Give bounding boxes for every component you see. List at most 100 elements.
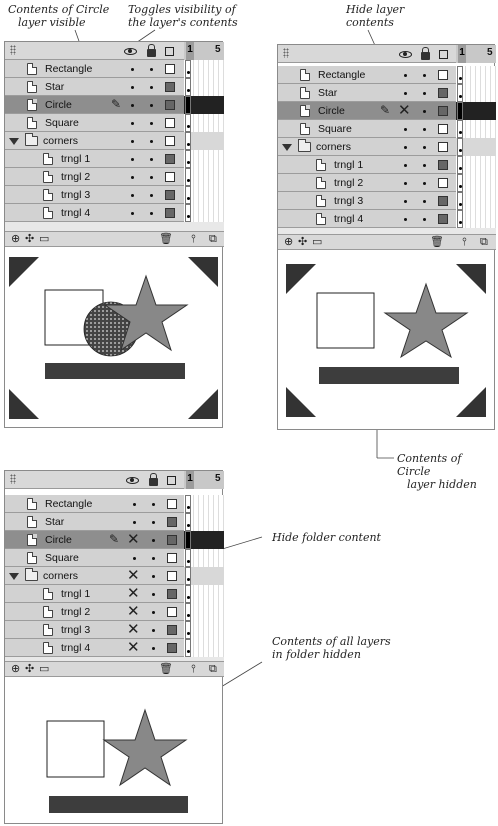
frame-number-1[interactable]: 1 bbox=[186, 42, 194, 60]
frame-cells[interactable] bbox=[456, 120, 496, 138]
layer-row-circle[interactable]: Circle ✎ ✕ bbox=[278, 102, 456, 120]
layer-row-trngl-2[interactable]: trngl 2 bbox=[5, 168, 184, 186]
lock-dot[interactable] bbox=[423, 218, 426, 221]
layer-row-trngl-1[interactable]: trngl 1 ✕ bbox=[5, 585, 184, 603]
layer-row-trngl-3[interactable]: trngl 3 bbox=[5, 186, 184, 204]
lock-dot[interactable] bbox=[423, 200, 426, 203]
frame-cells[interactable] bbox=[184, 132, 224, 150]
frame-cells[interactable] bbox=[184, 168, 224, 186]
lock-dot[interactable] bbox=[150, 68, 153, 71]
layer-row-square[interactable]: Square bbox=[5, 114, 184, 132]
layer-row-trngl-1[interactable]: trngl 1 bbox=[5, 150, 184, 168]
layer-row-square[interactable]: Square bbox=[278, 120, 456, 138]
frame-cells[interactable] bbox=[184, 78, 224, 96]
insert-folder-icon[interactable]: ▭ bbox=[39, 233, 50, 245]
visibility-dot[interactable] bbox=[131, 122, 134, 125]
chevron-down-icon[interactable] bbox=[9, 138, 19, 145]
outline-color-box[interactable] bbox=[165, 190, 175, 200]
lock-dot[interactable] bbox=[423, 182, 426, 185]
visibility-dot[interactable] bbox=[404, 146, 407, 149]
visibility-dot[interactable] bbox=[131, 140, 134, 143]
frame-cells[interactable] bbox=[456, 156, 496, 174]
outline-color-box[interactable] bbox=[438, 142, 448, 152]
outline-color-box[interactable] bbox=[438, 88, 448, 98]
visibility-dot[interactable] bbox=[133, 557, 136, 560]
frame-cells[interactable] bbox=[456, 138, 496, 156]
layer-row-star[interactable]: Star bbox=[5, 513, 184, 531]
outline-color-box[interactable] bbox=[438, 160, 448, 170]
insert-layer-icon[interactable]: ⊕ bbox=[284, 236, 294, 248]
layer-row-square[interactable]: Square bbox=[5, 549, 184, 567]
frame-cells[interactable] bbox=[184, 621, 224, 639]
layer-row-star[interactable]: Star bbox=[5, 78, 184, 96]
layer-row-rectangle[interactable]: Rectangle bbox=[278, 66, 456, 84]
layer-row-circle[interactable]: Circle ✎ bbox=[5, 96, 184, 114]
stage-canvas[interactable] bbox=[5, 679, 222, 823]
layer-row-rectangle[interactable]: Rectangle bbox=[5, 495, 184, 513]
lock-dot[interactable] bbox=[150, 194, 153, 197]
lock-dot[interactable] bbox=[152, 575, 155, 578]
lock-dot[interactable] bbox=[150, 212, 153, 215]
visibility-dot[interactable] bbox=[131, 194, 134, 197]
visibility-dot[interactable] bbox=[404, 200, 407, 203]
outline-square-icon[interactable] bbox=[436, 48, 450, 60]
visibility-dot[interactable] bbox=[133, 503, 136, 506]
lock-icon[interactable] bbox=[146, 472, 160, 486]
stage-canvas[interactable] bbox=[5, 249, 222, 427]
onion-skin-icon[interactable]: ⫯ bbox=[191, 233, 196, 245]
frame-cells[interactable] bbox=[184, 150, 224, 168]
outline-color-box[interactable] bbox=[167, 643, 177, 653]
edit-frames-icon[interactable]: ⧉ bbox=[480, 236, 488, 248]
add-guide-icon[interactable]: ✣ bbox=[25, 233, 35, 245]
eye-icon[interactable] bbox=[123, 45, 137, 57]
grip-icon[interactable] bbox=[283, 48, 289, 58]
layer-row-trngl-4[interactable]: trngl 4 bbox=[278, 210, 456, 228]
lock-dot[interactable] bbox=[150, 86, 153, 89]
outline-color-box[interactable] bbox=[438, 124, 448, 134]
visibility-dot[interactable] bbox=[404, 92, 407, 95]
grip-icon[interactable] bbox=[10, 45, 16, 55]
frame-cells[interactable] bbox=[184, 96, 224, 114]
x-mark-icon[interactable]: ✕ bbox=[127, 567, 140, 584]
layer-row-trngl-3[interactable]: trngl 3 ✕ bbox=[5, 621, 184, 639]
layer-row-rectangle[interactable]: Rectangle bbox=[5, 60, 184, 78]
insert-layer-icon[interactable]: ⊕ bbox=[11, 233, 21, 245]
outline-color-box[interactable] bbox=[167, 625, 177, 635]
frame-cells[interactable] bbox=[184, 513, 224, 531]
lock-dot[interactable] bbox=[152, 557, 155, 560]
outline-color-box[interactable] bbox=[165, 100, 175, 110]
frame-cells[interactable] bbox=[184, 114, 224, 132]
chevron-down-icon[interactable] bbox=[282, 144, 292, 151]
edit-frames-icon[interactable]: ⧉ bbox=[209, 663, 217, 675]
add-guide-icon[interactable]: ✣ bbox=[298, 236, 308, 248]
outline-color-box[interactable] bbox=[438, 214, 448, 224]
lock-dot[interactable] bbox=[150, 122, 153, 125]
frame-cells[interactable] bbox=[456, 102, 496, 120]
outline-color-box[interactable] bbox=[165, 64, 175, 74]
frame-cells[interactable] bbox=[456, 66, 496, 84]
lock-dot[interactable] bbox=[423, 146, 426, 149]
onion-skin-icon[interactable]: ⫯ bbox=[462, 236, 467, 248]
x-mark-icon[interactable]: ✕ bbox=[127, 585, 140, 602]
outline-color-box[interactable] bbox=[167, 499, 177, 509]
x-mark-icon[interactable]: ✕ bbox=[127, 621, 140, 638]
visibility-dot[interactable] bbox=[133, 521, 136, 524]
insert-folder-icon[interactable]: ▭ bbox=[312, 236, 323, 248]
outline-color-box[interactable] bbox=[438, 178, 448, 188]
lock-dot[interactable] bbox=[423, 110, 426, 113]
visibility-dot[interactable] bbox=[404, 74, 407, 77]
outline-color-box[interactable] bbox=[167, 607, 177, 617]
lock-dot[interactable] bbox=[423, 92, 426, 95]
layer-row-trngl-1[interactable]: trngl 1 bbox=[278, 156, 456, 174]
frame-cells[interactable] bbox=[184, 603, 224, 621]
edit-frames-icon[interactable]: ⧉ bbox=[209, 233, 217, 245]
visibility-dot[interactable] bbox=[404, 182, 407, 185]
frame-cells[interactable] bbox=[184, 531, 224, 549]
outline-color-box[interactable] bbox=[438, 196, 448, 206]
lock-dot[interactable] bbox=[150, 104, 153, 107]
x-mark-icon[interactable]: ✕ bbox=[127, 531, 140, 548]
x-mark-icon[interactable]: ✕ bbox=[127, 639, 140, 656]
outline-color-box[interactable] bbox=[165, 172, 175, 182]
outline-color-box[interactable] bbox=[165, 208, 175, 218]
layer-row-star[interactable]: Star bbox=[278, 84, 456, 102]
